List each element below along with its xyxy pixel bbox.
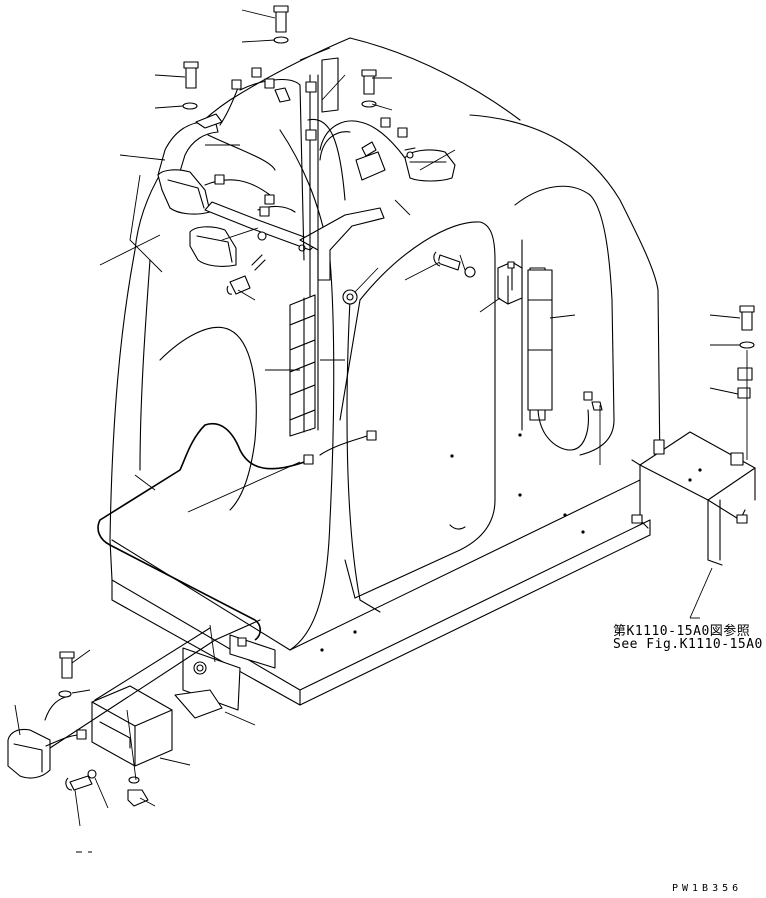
side-lamp-assembly: [7, 619, 276, 807]
reference-label-en: See Fig.K1110-15A0: [613, 637, 763, 652]
lower-harness: [97, 423, 377, 641]
rear-harness: [433, 251, 603, 451]
top-fasteners: [182, 5, 377, 110]
drawing-code: PW1B356: [672, 883, 743, 894]
reference-label-jp: 第K1110-15A0図参照: [613, 624, 751, 639]
controller-bracket: [631, 305, 756, 566]
front-work-lamps: [157, 67, 385, 295]
leader-lines: [14, 9, 741, 827]
center-harness: [289, 57, 358, 437]
rear-work-lamp: [319, 117, 456, 182]
